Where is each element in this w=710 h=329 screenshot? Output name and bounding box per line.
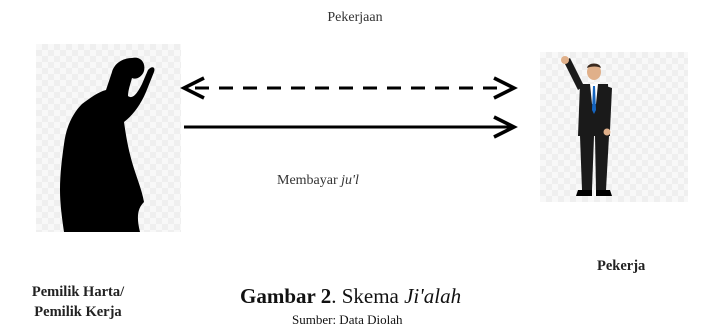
work-label: Pekerjaan <box>327 10 383 25</box>
businessman-icon <box>540 52 688 202</box>
dashed-bidirectional-arrow <box>180 76 518 100</box>
figure-caption: Gambar 2. Skema Ji'alah <box>240 284 462 308</box>
payment-label: Membayar ju'l <box>277 173 359 188</box>
owner-label: Pemilik Harta/ Pemilik Kerja <box>31 284 125 320</box>
worker-label: Pekerja <box>597 258 646 274</box>
silhouette-person-icon <box>36 44 181 233</box>
figure-source: Sumber: Data Diolah <box>292 312 403 327</box>
solid-right-arrow <box>184 115 518 139</box>
